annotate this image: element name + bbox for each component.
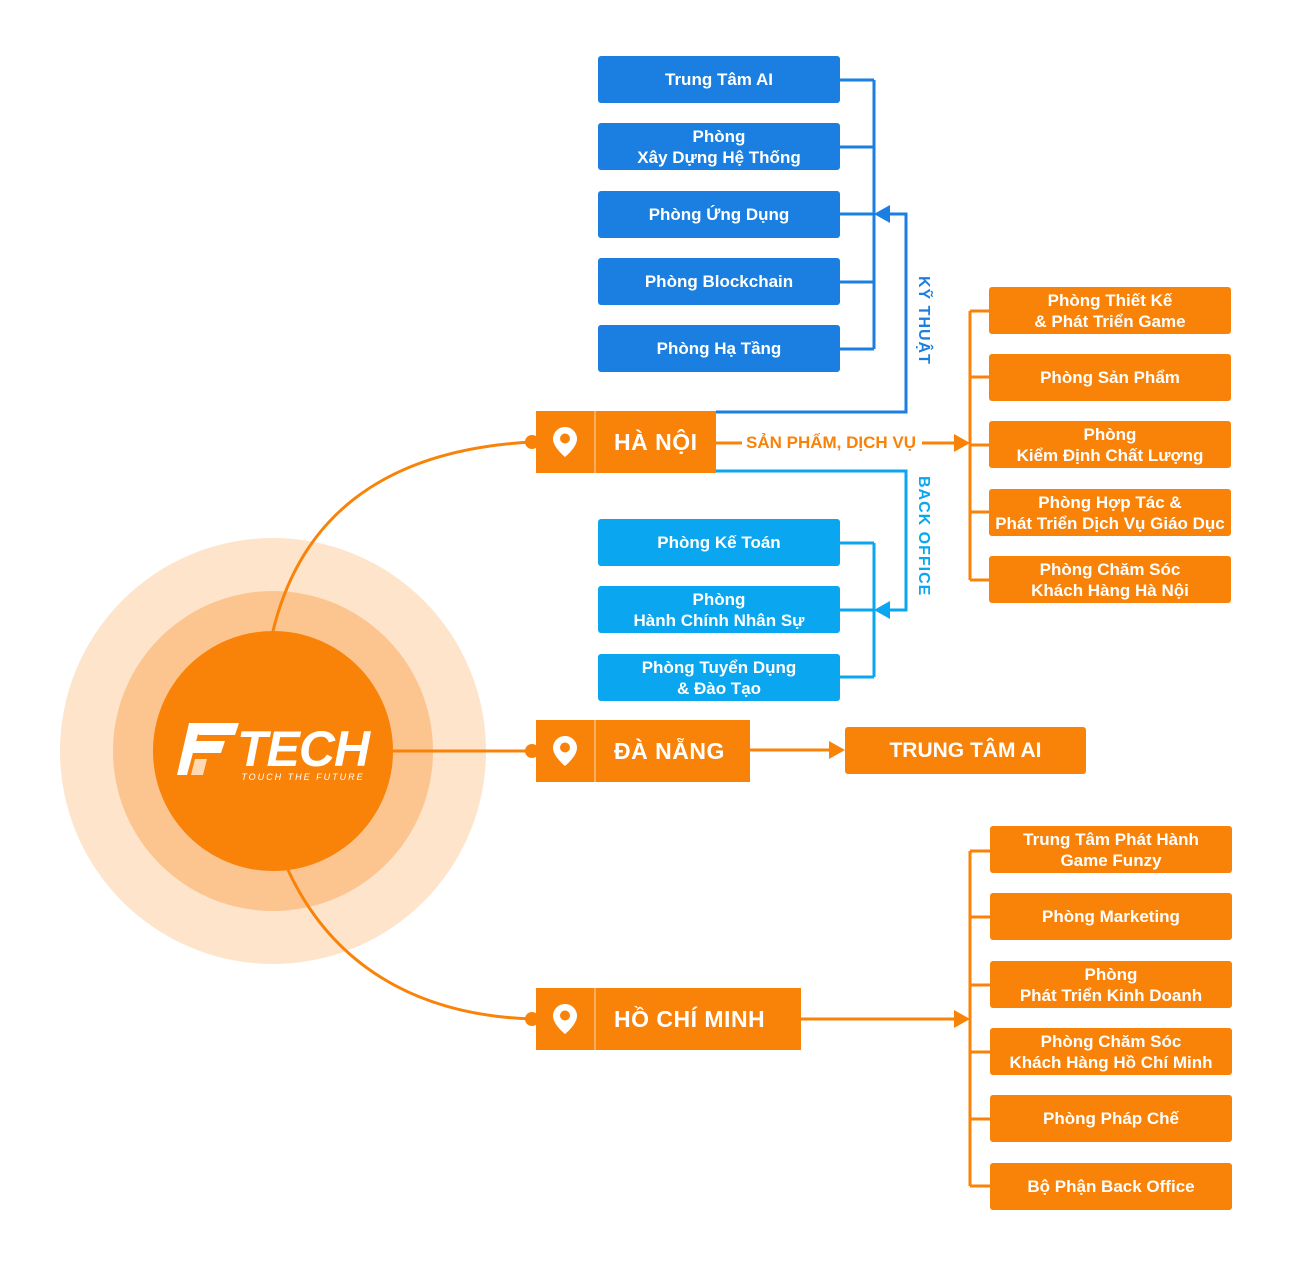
- branch-label-back-office: BACK OFFICE: [915, 476, 932, 597]
- ftech-logo: TECH TOUCH THE FUTURE: [153, 631, 393, 871]
- dept-hn-qa[interactable]: Phòng Kiểm Định Chất Lượng: [989, 421, 1231, 468]
- dept-hn-product[interactable]: Phòng Sản Phẩm: [989, 354, 1231, 401]
- dept-danang-ai-center[interactable]: TRUNG TÂM AI: [845, 727, 1086, 774]
- dept-hcm-back-office[interactable]: Bộ Phận Back Office: [990, 1163, 1232, 1210]
- city-hanoi-label: HÀ NỘI: [614, 428, 698, 455]
- location-pin-icon: [536, 988, 596, 1050]
- dot-hanoi: [525, 435, 539, 449]
- dept-bo-recruitment[interactable]: Phòng Tuyển Dụng & Đào Tạo: [598, 654, 840, 701]
- city-hanoi[interactable]: HÀ NỘI: [536, 411, 716, 473]
- city-danang[interactable]: ĐÀ NẴNG: [536, 720, 750, 782]
- dept-hn-education[interactable]: Phòng Hợp Tác & Phát Triển Dịch Vụ Giáo …: [989, 489, 1231, 536]
- arrow-danang: [829, 741, 845, 759]
- dept-tech-system-build[interactable]: Phòng Xây Dựng Hệ Thống: [598, 123, 840, 170]
- dept-hcm-customer-care[interactable]: Phòng Chăm Sóc Khách Hàng Hồ Chí Minh: [990, 1028, 1232, 1075]
- ftech-f-logo-icon: [176, 723, 239, 775]
- link-hanoi-backoffice: [716, 469, 908, 612]
- dept-hcm-business-dev[interactable]: Phòng Phát Triển Kinh Doanh: [990, 961, 1232, 1008]
- arrow-tech: [874, 205, 890, 223]
- location-pin-icon: [536, 720, 596, 782]
- city-hcm-label: HỒ CHÍ MINH: [614, 1005, 766, 1032]
- link-center-hanoi: [271, 440, 533, 632]
- dept-bo-hr-admin[interactable]: Phòng Hành Chính Nhân Sự: [598, 586, 840, 633]
- branch-label-san-pham: SẢN PHẨM, DỊCH VỤ: [742, 433, 921, 453]
- dept-hcm-funzy[interactable]: Trung Tâm Phát Hành Game Funzy: [990, 826, 1232, 873]
- dept-hn-game-design[interactable]: Phòng Thiết Kế & Phát Triển Game: [989, 287, 1231, 334]
- dot-danang: [525, 744, 539, 758]
- link-hanoi-tech: [716, 212, 908, 414]
- city-hcm[interactable]: HỒ CHÍ MINH: [536, 988, 801, 1050]
- dept-tech-application[interactable]: Phòng Ứng Dụng: [598, 191, 840, 238]
- arrow-products: [954, 434, 970, 452]
- branch-label-ky-thuat: KỸ THUẬT: [915, 276, 932, 365]
- arrow-backoffice: [874, 601, 890, 619]
- logo-wordmark: TECH: [236, 721, 370, 777]
- arrow-hcm: [954, 1010, 970, 1028]
- location-pin-icon: [536, 411, 596, 473]
- dot-hcm: [525, 1012, 539, 1026]
- center-circle: [153, 631, 393, 871]
- dept-tech-blockchain[interactable]: Phòng Blockchain: [598, 258, 840, 305]
- dept-hcm-marketing[interactable]: Phòng Marketing: [990, 893, 1232, 940]
- dept-hn-customer-care[interactable]: Phòng Chăm Sóc Khách Hàng Hà Nội: [989, 556, 1231, 603]
- city-danang-label: ĐÀ NẴNG: [614, 737, 725, 764]
- dept-tech-ai-center[interactable]: Trung Tâm AI: [598, 56, 840, 103]
- dept-tech-infrastructure[interactable]: Phòng Hạ Tầng: [598, 325, 840, 372]
- dept-bo-accounting[interactable]: Phòng Kế Toán: [598, 519, 840, 566]
- dept-hcm-legal[interactable]: Phòng Pháp Chế: [990, 1095, 1232, 1142]
- logo-tagline: TOUCH THE FUTURE: [241, 772, 365, 782]
- link-center-hcm: [286, 869, 533, 1021]
